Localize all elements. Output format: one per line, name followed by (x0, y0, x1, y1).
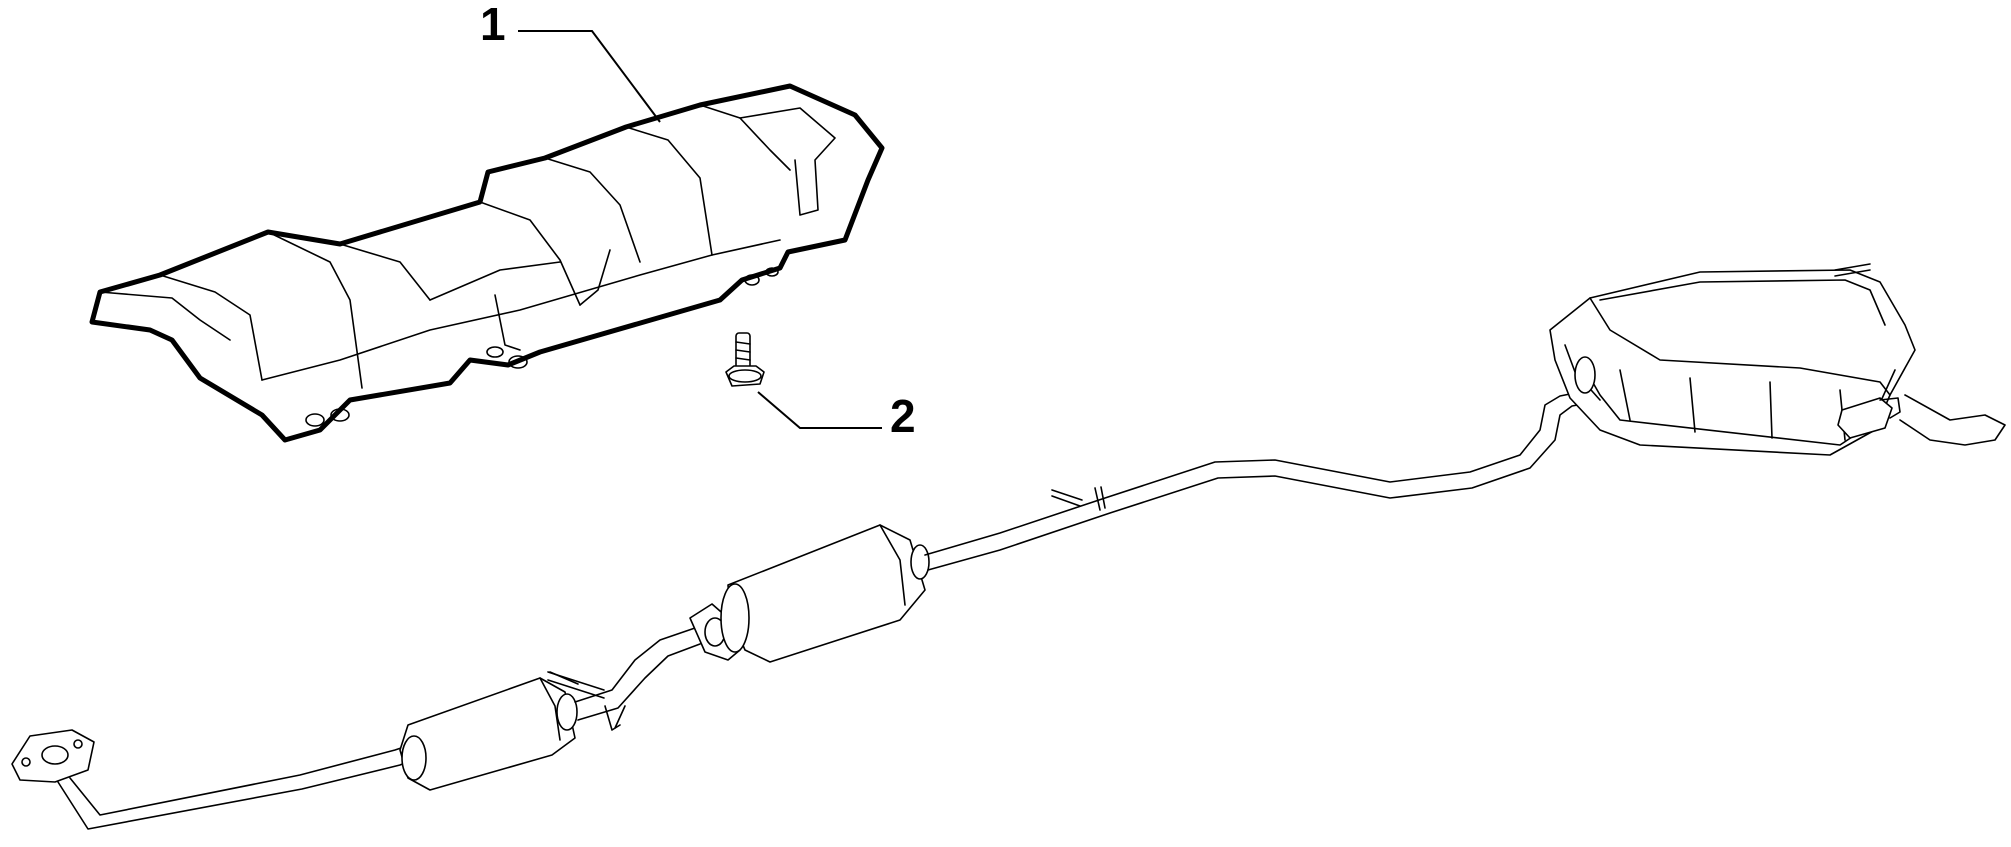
front-flange (11, 729, 95, 783)
callout-1-leader (518, 30, 661, 123)
main-catalyst (727, 524, 926, 663)
callout-1: 1 (480, 0, 661, 123)
exhaust-pipe-assembly (11, 263, 2006, 830)
callout-2-label: 2 (890, 390, 916, 442)
heat-shield-part[interactable] (89, 83, 885, 443)
callout-2: 2 (757, 390, 916, 442)
callout-2-leader (757, 391, 882, 429)
bolt-part[interactable] (725, 332, 765, 387)
callout-1-label: 1 (480, 0, 506, 50)
